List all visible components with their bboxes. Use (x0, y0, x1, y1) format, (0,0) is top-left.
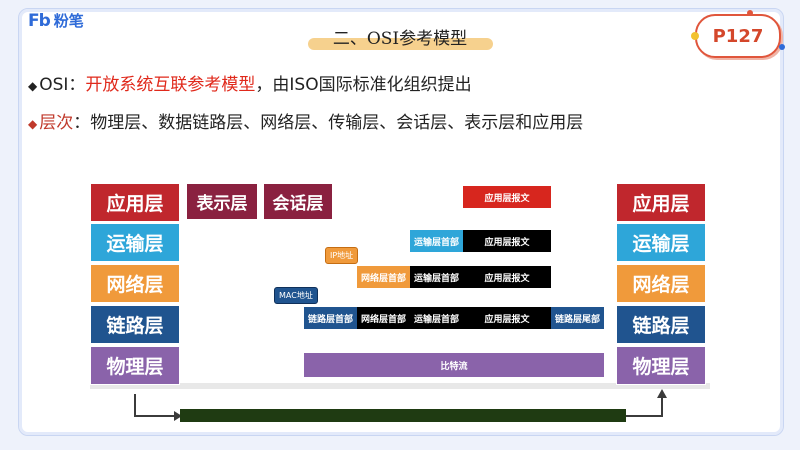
slide-title-wrap: 二、OSI参考模型 (298, 24, 502, 54)
transmission-medium (180, 409, 626, 422)
bullet-layers: ◆层次：物理层、数据链路层、网络层、传输层、会话层、表示层和应用层 (28, 108, 583, 133)
layer-session: 会话层 (263, 183, 333, 220)
bullet-text: 物理层、数据链路层、网络层、传输层、会话层、表示层和应用层 (90, 113, 584, 133)
wire-right-vertical (661, 396, 663, 417)
right-layer-physical: 物理层 (616, 346, 706, 385)
bullet-label: 层次 (39, 113, 74, 133)
bullet-osi: ◆OSI：开放系统互联参考模型，由ISO国际标准化组织提出 (28, 70, 472, 95)
left-layer-physical: 物理层 (90, 346, 180, 385)
page-number: P127 (712, 25, 764, 47)
link-app-message: 应用层报文 (463, 307, 551, 329)
bullet-separator: ： (73, 113, 91, 133)
bullet-label: OSI (39, 75, 69, 95)
badge-dot-icon (779, 44, 785, 50)
link-header: 链路层首部 (304, 307, 357, 329)
badge-dot-icon (747, 10, 753, 16)
link-transport-header: 运输层首部 (410, 307, 463, 329)
layer-presentation: 表示层 (186, 183, 258, 220)
right-layer-network: 网络层 (616, 264, 706, 303)
slide-title: 二、OSI参考模型 (332, 29, 468, 49)
left-layer-application: 应用层 (90, 183, 180, 222)
left-layer-network: 网络层 (90, 264, 180, 303)
bitstream-bar: 比特流 (304, 353, 604, 377)
transport-app-message: 应用层报文 (463, 230, 551, 252)
link-network-header: 网络层首部 (357, 307, 410, 329)
bullet-separator: ： (68, 75, 86, 95)
arrow-right-icon (174, 411, 182, 421)
badge-dot-icon (691, 32, 699, 40)
diamond-bullet-icon: ◆ (28, 79, 38, 93)
left-layer-link: 链路层 (90, 305, 180, 344)
left-layer-transport: 运输层 (90, 223, 180, 262)
arrow-up-icon (657, 389, 667, 398)
diamond-bullet-icon: ◆ (28, 117, 38, 131)
title-highlight (308, 38, 493, 50)
link-trailer: 链路层尾部 (551, 307, 604, 329)
osi-encapsulation-diagram: 应用层 运输层 网络层 链路层 物理层 表示层 会话层 应用层报文 运输层首部 … (90, 180, 710, 422)
wire-left-horizontal (134, 415, 180, 417)
network-header: 网络层首部 (357, 266, 410, 288)
right-layer-application: 应用层 (616, 183, 706, 222)
transport-header: 运输层首部 (410, 230, 463, 252)
logo: Fb 粉笔 (28, 10, 84, 31)
wire-left-vertical (134, 394, 136, 416)
right-layer-link: 链路层 (616, 305, 706, 344)
bullet-highlight: 开放系统互联参考模型 (85, 75, 256, 95)
app-message: 应用层报文 (463, 186, 551, 208)
bullet-text: ，由ISO国际标准化组织提出 (255, 75, 472, 95)
logo-text: 粉笔 (53, 12, 84, 30)
logo-mark: Fb (28, 10, 51, 31)
page-number-badge: P127 (691, 10, 785, 58)
mac-address-tag: MAC地址 (274, 287, 318, 304)
right-layer-transport: 运输层 (616, 223, 706, 262)
network-transport-header: 运输层首部 (410, 266, 463, 288)
ip-address-tag: IP地址 (325, 247, 359, 264)
network-app-message: 应用层报文 (463, 266, 551, 288)
diagram-baseline (90, 383, 710, 389)
wire-right-horizontal (626, 415, 662, 417)
